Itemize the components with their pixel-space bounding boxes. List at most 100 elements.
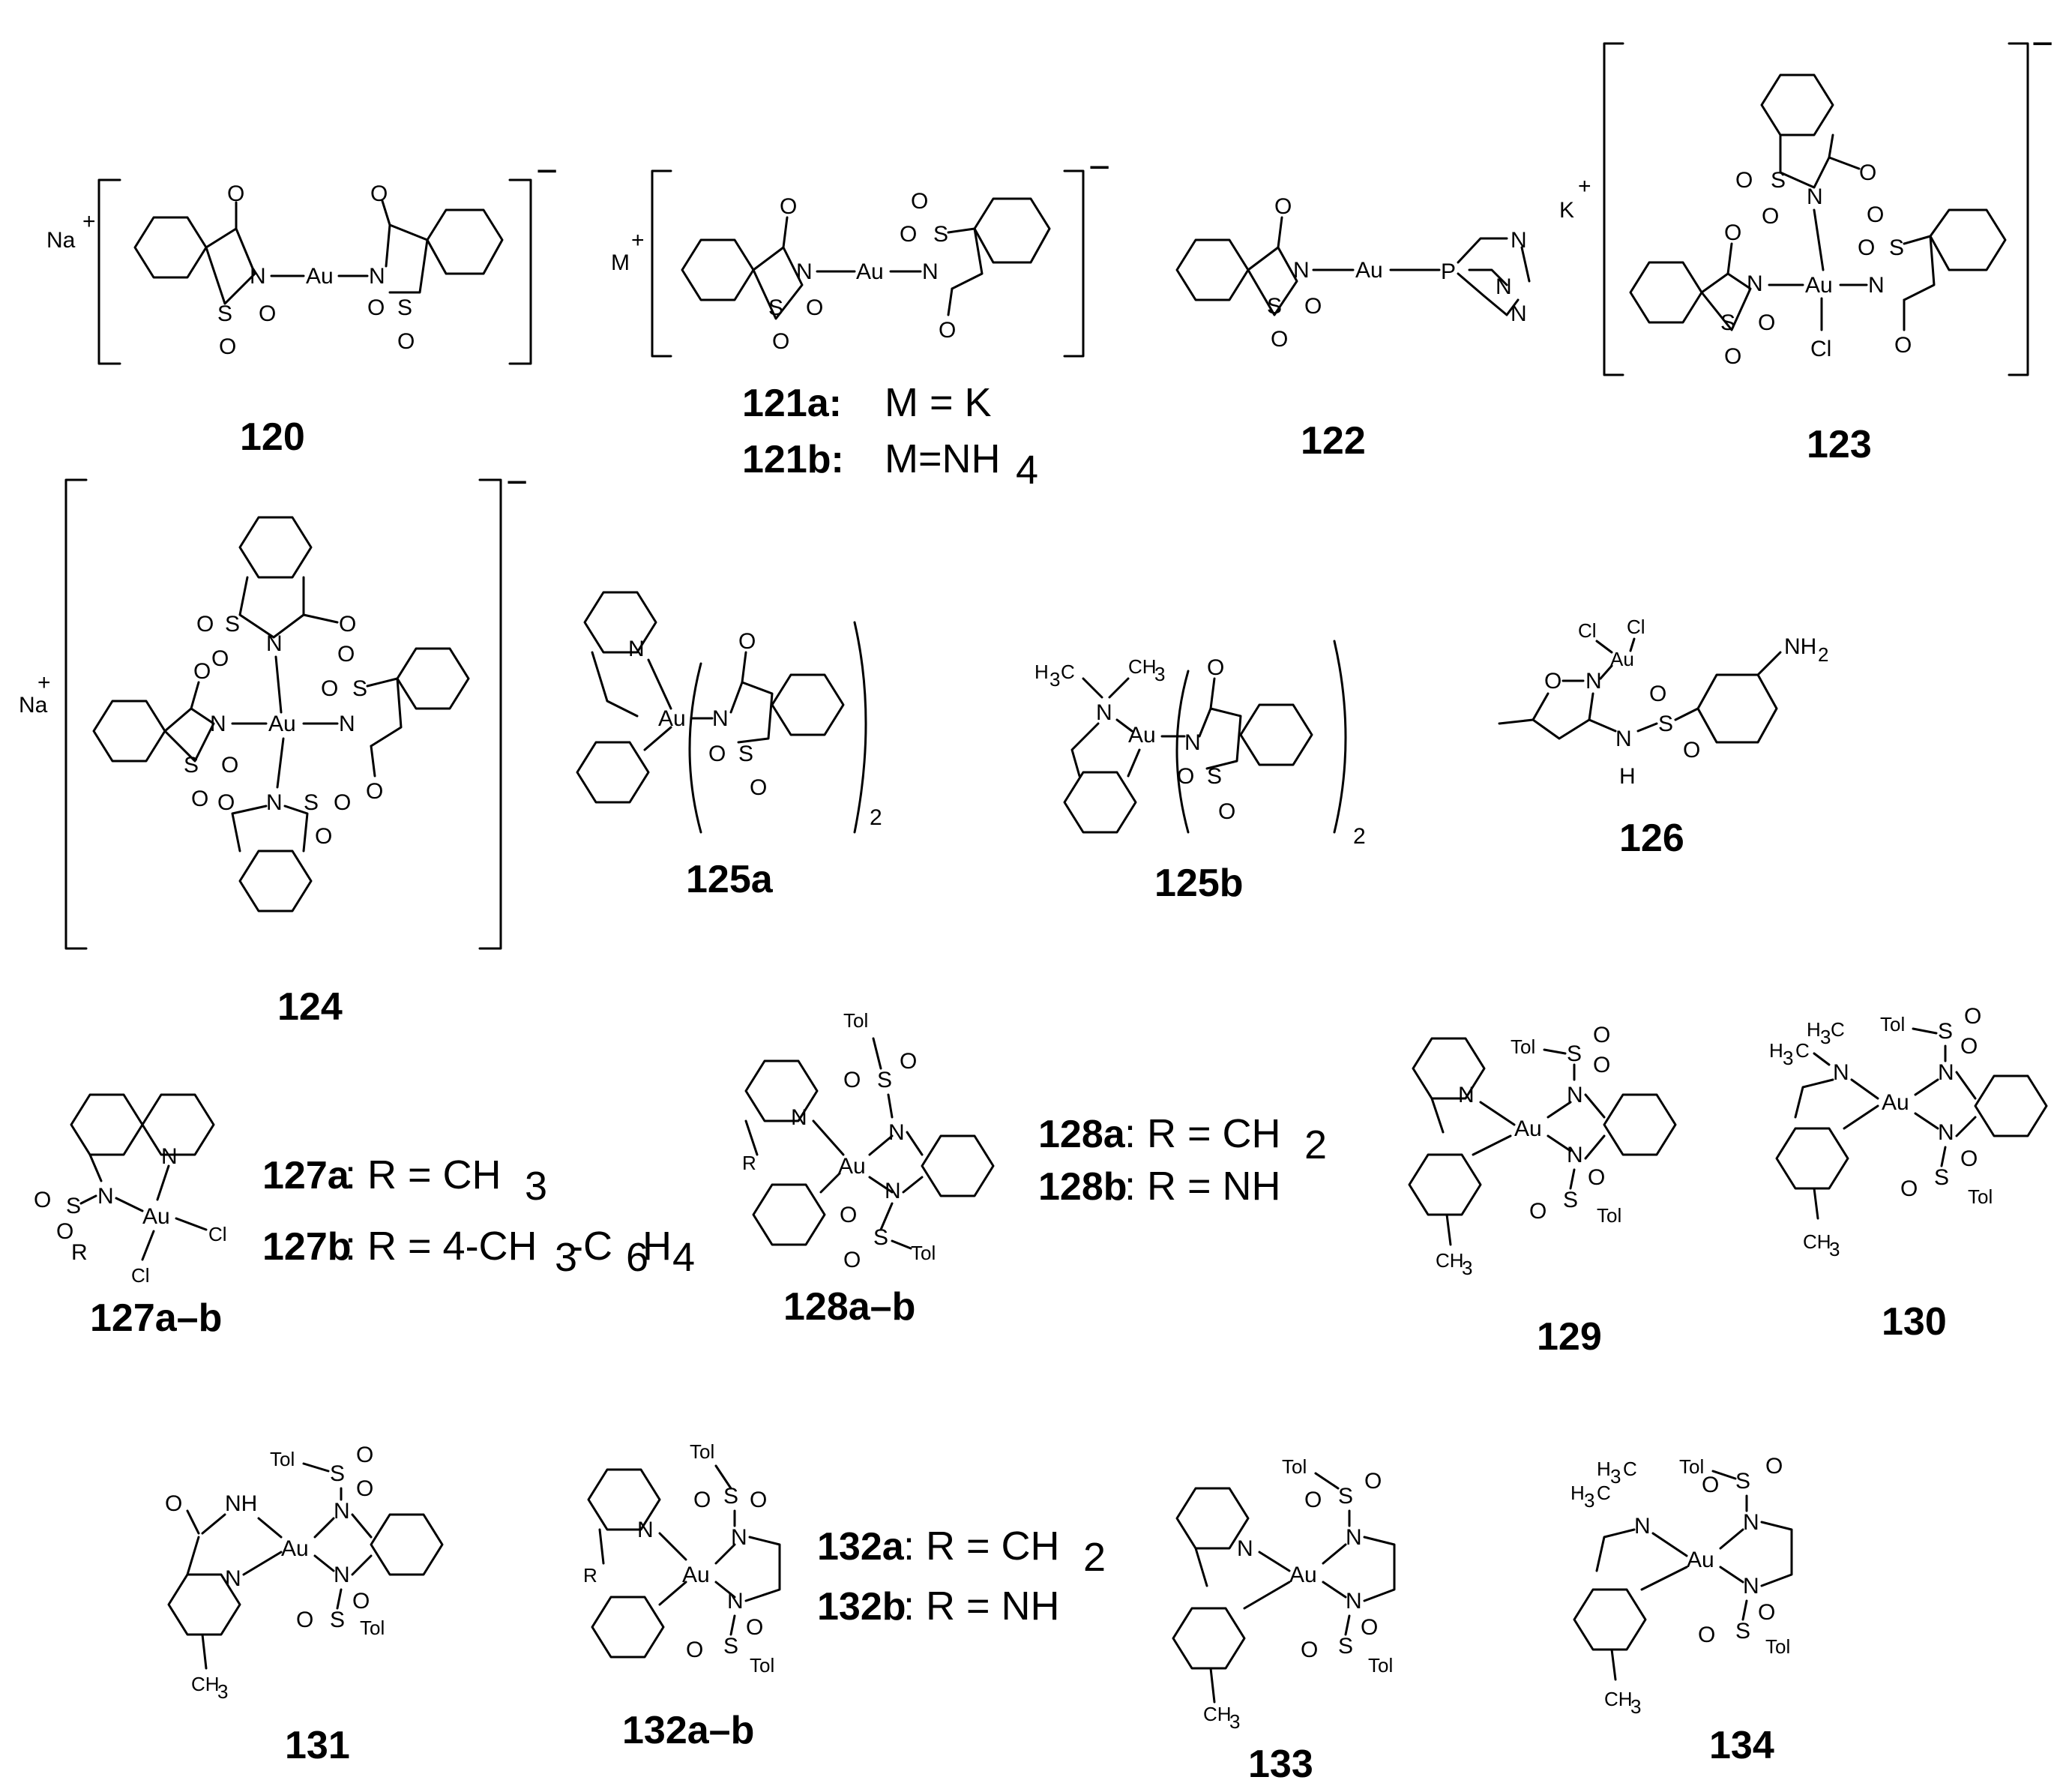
methyl-bond: [1209, 1667, 1216, 1704]
atom-n: N: [369, 264, 385, 289]
ethylene-bridge: [1363, 1536, 1396, 1602]
atom-au: Au: [281, 1536, 309, 1561]
au-cl-bond: [141, 1230, 155, 1261]
atom-nh: NH: [225, 1491, 257, 1516]
atom-ch3: CH: [191, 1673, 220, 1695]
atom-n: N: [1567, 1143, 1583, 1167]
atom-o: O: [1271, 327, 1288, 352]
compound-label-123: 123: [1807, 423, 1872, 466]
atom-tol: Tol: [1597, 1204, 1621, 1227]
compound-label-122: 122: [1301, 419, 1366, 463]
atom-o: O: [1765, 1454, 1783, 1479]
atom-cl: Cl: [1810, 337, 1831, 361]
atom-s: S: [1938, 1019, 1953, 1044]
atom-au: Au: [268, 712, 296, 736]
c-au-bond: [1843, 1104, 1879, 1130]
benzene-ring: [370, 1513, 444, 1576]
atom-n: N: [1237, 1536, 1253, 1561]
compound-label-128b: 128b: [1038, 1165, 1127, 1209]
atom-h: H: [1619, 764, 1636, 789]
benzene-ring: [1760, 73, 1834, 136]
atom-n: N: [922, 259, 939, 284]
atom-o: O: [219, 334, 236, 359]
compound-label-127b: 127b: [262, 1225, 352, 1269]
atom-tol: Tol: [1368, 1654, 1393, 1677]
bond: [714, 1464, 732, 1490]
atom-n: N: [1293, 258, 1310, 283]
compound-label-133: 133: [1248, 1743, 1313, 1786]
bracket-left: [64, 478, 88, 950]
atom-p: P: [1441, 259, 1456, 284]
atom-r: R: [71, 1240, 88, 1265]
atom-tol: Tol: [360, 1617, 385, 1639]
compound-label-126: 126: [1619, 817, 1684, 860]
carbonyl-bond: [1277, 216, 1283, 249]
atom-s: S: [1934, 1165, 1949, 1190]
atom-au: Au: [682, 1563, 710, 1587]
definition-121a: M = K: [885, 380, 992, 425]
compound-126: Cl Cl Au O N N H S O O NH 2 126: [1498, 616, 1828, 860]
atom-o: O: [296, 1608, 313, 1632]
methylene-bridge: [1070, 722, 1100, 778]
carbonyl-bond: [1726, 242, 1733, 275]
saccharin-ring: [1198, 707, 1242, 770]
atom-n: N: [1833, 1060, 1849, 1085]
bond: [1314, 1472, 1340, 1490]
compound-133: N CH 3 Au N N S O O Tol S O O Tol 133: [1172, 1455, 1396, 1786]
bond: [1543, 1048, 1567, 1055]
atom-o: O: [1593, 1023, 1610, 1047]
atom-o: O: [840, 1203, 857, 1227]
atom-s: S: [723, 1484, 738, 1509]
charge-plus: +: [37, 670, 51, 695]
benzene-ring: [681, 238, 755, 301]
bracket-left: [97, 178, 121, 365]
subscript: 3: [525, 1164, 547, 1209]
pyridine-ring: [744, 1059, 819, 1122]
atom-o: O: [911, 189, 928, 214]
atom-n: N: [1496, 274, 1512, 299]
atom-n: N: [266, 790, 283, 815]
atom-h3c: H: [1769, 1039, 1783, 1062]
atom-n: N: [334, 1499, 350, 1524]
bond: [1674, 707, 1699, 721]
saccharin-ring: [947, 227, 984, 290]
c-au-bond: [1243, 1581, 1291, 1610]
compound-label-128ab: 128a–b: [783, 1285, 915, 1329]
atom-o: O: [806, 295, 823, 320]
atom-s: S: [304, 790, 319, 815]
atom-o: O: [1361, 1615, 1378, 1640]
definition-127b-part: H: [642, 1224, 672, 1269]
atom-n: N: [1807, 184, 1823, 209]
bond: [906, 1131, 924, 1156]
benzene-ring: [973, 197, 1051, 264]
methyl-bond: [1813, 1187, 1819, 1220]
atom-n: N: [727, 1589, 744, 1614]
methylene-bridge: [1794, 1078, 1834, 1119]
atom-au: Au: [1805, 273, 1833, 298]
subscript: 2: [1083, 1535, 1106, 1580]
atom-o: O: [843, 1068, 861, 1092]
bond: [1636, 722, 1658, 733]
atom-cl: Cl: [131, 1264, 150, 1287]
n-au-bond: [1813, 208, 1825, 271]
au-n-bond: [1322, 1543, 1347, 1565]
carbonyl-bond: [186, 1509, 200, 1535]
bracket-right: [478, 478, 502, 950]
subscript: 3: [1584, 1489, 1594, 1512]
atom-s: S: [1267, 294, 1282, 319]
atom-o: O: [1544, 669, 1561, 694]
atom-tol: Tol: [911, 1242, 936, 1264]
subscript: 6: [626, 1235, 648, 1280]
compound-label-134: 134: [1709, 1724, 1774, 1767]
n-au-bond: [658, 1532, 687, 1561]
atom-s: S: [184, 753, 199, 778]
au-n-bond: [1547, 1134, 1572, 1152]
atom-au: Au: [142, 1204, 170, 1229]
counter-ion-k: K: [1559, 198, 1574, 223]
definition-128b: : R = NH: [1124, 1164, 1281, 1209]
carbonyl-bond: [1209, 677, 1216, 710]
atom-o: O: [1702, 1473, 1719, 1497]
atom-r: R: [742, 1152, 756, 1174]
subscript: 3: [1154, 663, 1165, 685]
atom-o: O: [1858, 235, 1875, 260]
